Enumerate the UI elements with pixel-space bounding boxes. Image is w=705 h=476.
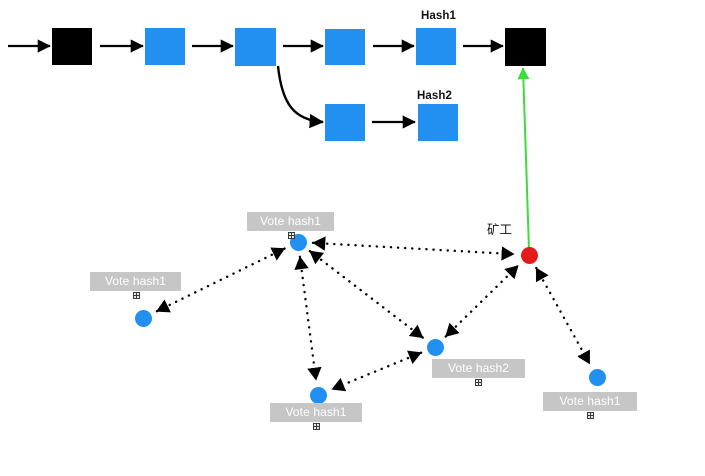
network-edge-group: [155, 236, 591, 392]
resize-handle-icon[interactable]: [288, 232, 295, 239]
label-vote-middle[interactable]: Vote hash2: [432, 359, 525, 378]
block-4-hash1: [416, 28, 456, 65]
block-1: [145, 28, 185, 65]
chain-arrow-group: [8, 39, 504, 129]
node-miner[interactable]: [520, 246, 538, 264]
resize-handle-icon[interactable]: [587, 412, 594, 419]
block-new: [505, 28, 546, 66]
edge-top-to-left: [155, 247, 286, 313]
label-vote-bottom-right[interactable]: Vote hash1: [543, 392, 637, 411]
block-fork-2-hash2: [418, 104, 458, 141]
block-genesis: [52, 28, 92, 65]
edge-middle-to-bottom: [330, 350, 423, 392]
resize-handle-icon[interactable]: [475, 379, 482, 386]
edge-top-to-middle: [308, 249, 425, 340]
broadcast-arrow-group: [517, 67, 530, 251]
node-vote-bottom-right[interactable]: [588, 368, 606, 386]
node-vote-middle[interactable]: [426, 338, 444, 356]
fork-arrow: [276, 65, 324, 129]
label-miner: 矿工: [487, 222, 513, 237]
fork-curve-group: [276, 65, 324, 129]
edge-middle-to-miner: [444, 264, 520, 338]
edge-miner-to-botright: [535, 266, 591, 366]
edge-top-to-miner: [311, 236, 516, 261]
hash1-label: Hash1: [421, 10, 457, 22]
label-vote-bottom[interactable]: Vote hash1: [270, 403, 362, 422]
resize-handle-icon[interactable]: [133, 292, 140, 299]
label-vote-left[interactable]: Vote hash1: [90, 272, 181, 291]
node-vote-bottom[interactable]: [309, 386, 327, 404]
block-fork-1: [325, 104, 365, 141]
resize-handle-icon[interactable]: [313, 423, 320, 430]
miner-broadcast-arrow: [517, 67, 530, 251]
label-vote-top[interactable]: Vote hash1: [247, 212, 334, 231]
node-vote-left[interactable]: [134, 309, 152, 327]
block-2: [235, 28, 276, 66]
block-3: [325, 29, 365, 65]
edge-top-to-bottom: [294, 255, 322, 382]
hash2-label: Hash2: [417, 90, 453, 102]
